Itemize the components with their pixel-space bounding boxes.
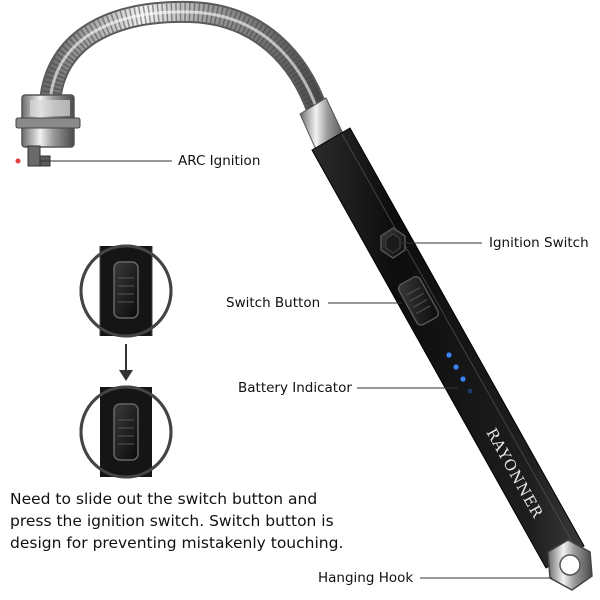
switch-button[interactable] bbox=[397, 275, 440, 327]
battery-indicator-leds bbox=[446, 352, 473, 394]
ignition-switch[interactable] bbox=[380, 227, 406, 259]
lighter-handle bbox=[299, 97, 585, 569]
label-ignition-switch: Ignition Switch bbox=[489, 235, 589, 251]
callout-leader-lines bbox=[40, 160, 552, 579]
hanging-hook bbox=[547, 539, 593, 591]
label-hanging-hook: Hanging Hook bbox=[318, 570, 414, 586]
label-switch-button: Switch Button bbox=[226, 295, 321, 311]
usage-instructions: Need to slide out the switch button and … bbox=[10, 490, 344, 552]
switch-detail-unlocked bbox=[79, 385, 173, 479]
flexible-neck bbox=[39, 0, 329, 123]
label-battery-indicator: Battery Indicator bbox=[238, 380, 352, 396]
label-arc-ignition: ARC Ignition bbox=[178, 153, 261, 169]
switch-detail-locked bbox=[79, 244, 173, 338]
arc-ignition-tip bbox=[15, 94, 81, 167]
slide-arrow-icon bbox=[119, 344, 133, 381]
